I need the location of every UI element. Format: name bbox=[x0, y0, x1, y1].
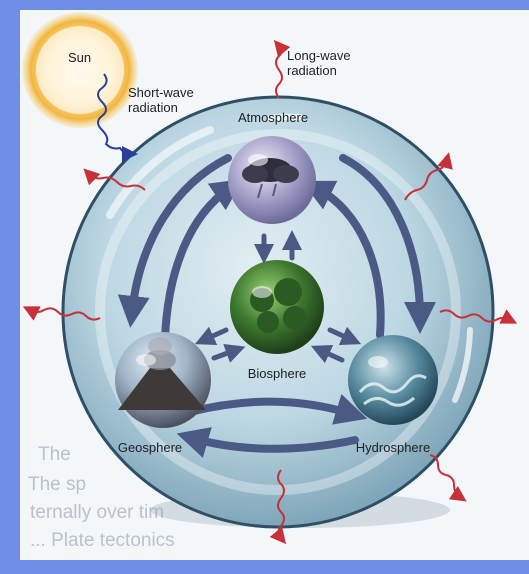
biosphere-sphere bbox=[230, 260, 324, 354]
biosphere-label: Biosphere bbox=[248, 366, 307, 381]
long-wave-label-line-2: radiation bbox=[287, 63, 337, 78]
hydrosphere-sphere bbox=[348, 335, 438, 425]
long-wave-label-line-1: Long-wave bbox=[287, 48, 351, 63]
atmosphere-label: Atmosphere bbox=[238, 110, 308, 125]
sun-label: Sun bbox=[68, 50, 91, 65]
background-text-line-3: ternally over tim bbox=[30, 502, 164, 523]
background-text-line-4: ... Plate tectonics bbox=[30, 530, 175, 551]
background-text-line-1: The bbox=[38, 444, 71, 465]
hydrosphere-label: Hydrosphere bbox=[356, 440, 430, 455]
atmosphere-sphere bbox=[228, 136, 316, 224]
geosphere-label: Geosphere bbox=[118, 440, 182, 455]
sun-icon bbox=[22, 12, 138, 128]
background-text-line-2: The sp bbox=[28, 474, 86, 495]
geosphere-sphere bbox=[115, 332, 211, 428]
short-wave-label-line-1: Short-wave bbox=[128, 85, 194, 100]
short-wave-label-line-2: radiation bbox=[128, 100, 178, 115]
